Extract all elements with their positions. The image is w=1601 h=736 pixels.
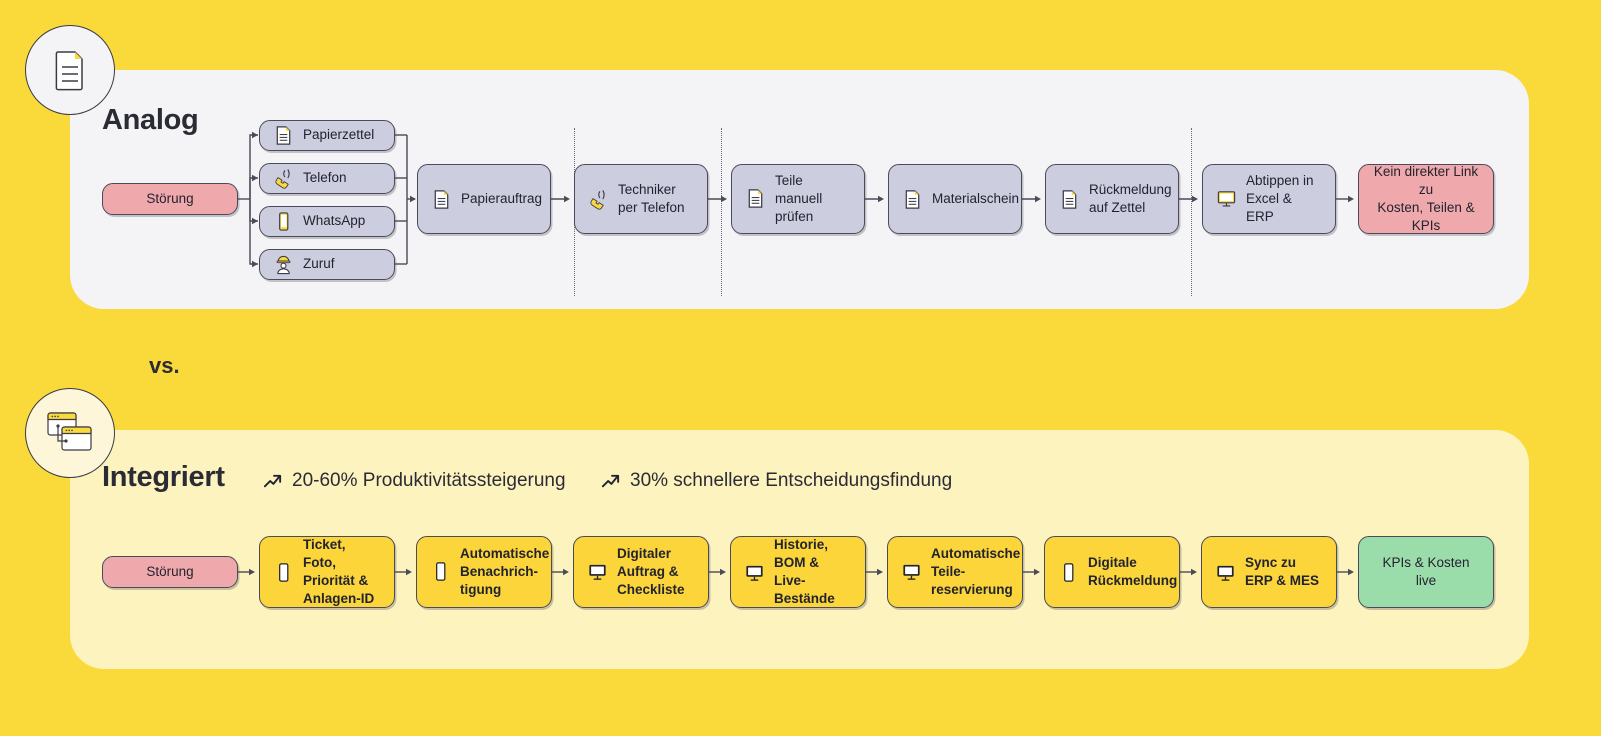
analog-branch-connectors <box>238 131 258 268</box>
analog-step-2[interactable]: Techniker per Telefon <box>574 164 708 234</box>
trend-up-icon <box>601 474 620 487</box>
mobile-icon <box>279 562 289 582</box>
monitor-icon <box>1217 191 1236 208</box>
analog-branch-papierzettel[interactable]: Papierzettel <box>259 120 395 151</box>
node-label: Materialschein <box>932 190 1020 206</box>
integriert-outcome-node[interactable]: KPIs & Kosten live <box>1358 536 1494 608</box>
integriert-step-6[interactable]: Digitale Rückmeldung <box>1044 536 1180 608</box>
document-icon <box>276 126 291 145</box>
integriert-step-4[interactable]: Historie, BOM & Live- Bestände <box>730 536 866 608</box>
node-label: Störung <box>146 190 194 206</box>
node-label: Papierzettel <box>303 127 375 143</box>
analog-branch-whatsapp[interactable]: WhatsApp <box>259 206 395 237</box>
node-label: Telefon <box>303 170 347 186</box>
node-label: KPIs & Kosten live <box>1382 554 1470 588</box>
node-label: Abtippen in Excel & ERP <box>1246 172 1314 225</box>
node-label: Rückmeldung auf Zettel <box>1089 181 1172 215</box>
document-icon <box>748 189 763 209</box>
document-icon <box>905 189 920 209</box>
integriert-step-3[interactable]: Digitaler Auftrag & Checkliste <box>573 536 709 608</box>
integriert-step-5[interactable]: Automatische Teile- reservierung <box>887 536 1023 608</box>
node-label: Störung <box>146 563 194 579</box>
node-label: Automatische Benachrich- tigung <box>460 545 550 598</box>
mobile-icon <box>279 212 289 231</box>
node-label: WhatsApp <box>303 213 366 229</box>
monitor-icon <box>589 565 606 581</box>
node-label: Historie, BOM & Live- Bestände <box>774 536 835 607</box>
analog-step-1[interactable]: Papierauftrag <box>417 164 551 234</box>
analog-merge-connectors <box>395 134 416 265</box>
analog-start-node[interactable]: Störung <box>102 183 238 215</box>
vs-label: vs. <box>149 353 180 378</box>
node-label: Teile manuell prüfen <box>775 172 823 225</box>
stat-decision-speed: 30% schnellere Entscheidungsfindung <box>600 470 952 492</box>
windows-icon <box>47 412 92 451</box>
phone-icon <box>590 189 605 210</box>
mobile-icon <box>436 562 446 582</box>
stat-label: 30% schnellere Entscheidungsfindung <box>630 470 953 491</box>
analog-branch-telefon[interactable]: Telefon <box>259 163 395 194</box>
node-label: Sync zu ERP & MES <box>1245 554 1320 588</box>
node-label: Techniker per Telefon <box>618 181 685 215</box>
analog-step-6[interactable]: Abtippen in Excel & ERP <box>1202 164 1336 234</box>
node-label: Kein direkter Link zu Kosten, Teilen & K… <box>1373 163 1479 234</box>
document-icon <box>1062 189 1077 209</box>
worker-icon <box>276 255 291 275</box>
node-label: Papierauftrag <box>461 190 543 206</box>
analog-step-5[interactable]: Rückmeldung auf Zettel <box>1045 164 1179 234</box>
monitor-icon <box>1217 565 1234 581</box>
analog-step-4[interactable]: Materialschein <box>888 164 1022 234</box>
node-label: Digitale Rückmeldung <box>1088 554 1178 588</box>
node-label: Digitaler Auftrag & Checkliste <box>617 545 685 598</box>
stat-productivity: 20-60% Produktivitätssteigerung <box>262 470 566 492</box>
integriert-step-7[interactable]: Sync zu ERP & MES <box>1201 536 1337 608</box>
divider-2 <box>721 128 722 296</box>
analog-step-3[interactable]: Teile manuell prüfen <box>731 164 865 234</box>
trend-up-icon <box>263 474 282 487</box>
document-icon <box>434 189 449 209</box>
monitor-icon <box>746 565 763 581</box>
analog-title: Analog <box>102 104 199 136</box>
phone-icon <box>275 169 290 189</box>
document-icon <box>55 51 83 91</box>
mobile-icon <box>1064 562 1074 582</box>
integriert-badge <box>25 388 115 478</box>
analog-outcome-node[interactable]: Kein direkter Link zu Kosten, Teilen & K… <box>1358 164 1494 234</box>
divider-3 <box>1191 128 1192 296</box>
integriert-title: Integriert <box>102 461 225 493</box>
node-label: Zuruf <box>303 256 335 272</box>
monitor-icon <box>903 565 920 581</box>
integriert-step-1[interactable]: Ticket, Foto, Priorität & Anlagen-ID <box>259 536 395 608</box>
integriert-start-node[interactable]: Störung <box>102 556 238 588</box>
node-label: Ticket, Foto, Priorität & Anlagen-ID <box>303 536 375 607</box>
integriert-step-2[interactable]: Automatische Benachrich- tigung <box>416 536 552 608</box>
analog-branch-zuruf[interactable]: Zuruf <box>259 249 395 280</box>
stat-label: 20-60% Produktivitätssteigerung <box>292 470 566 491</box>
analog-badge <box>25 25 115 115</box>
node-label: Automatische Teile- reservierung <box>931 545 1021 598</box>
